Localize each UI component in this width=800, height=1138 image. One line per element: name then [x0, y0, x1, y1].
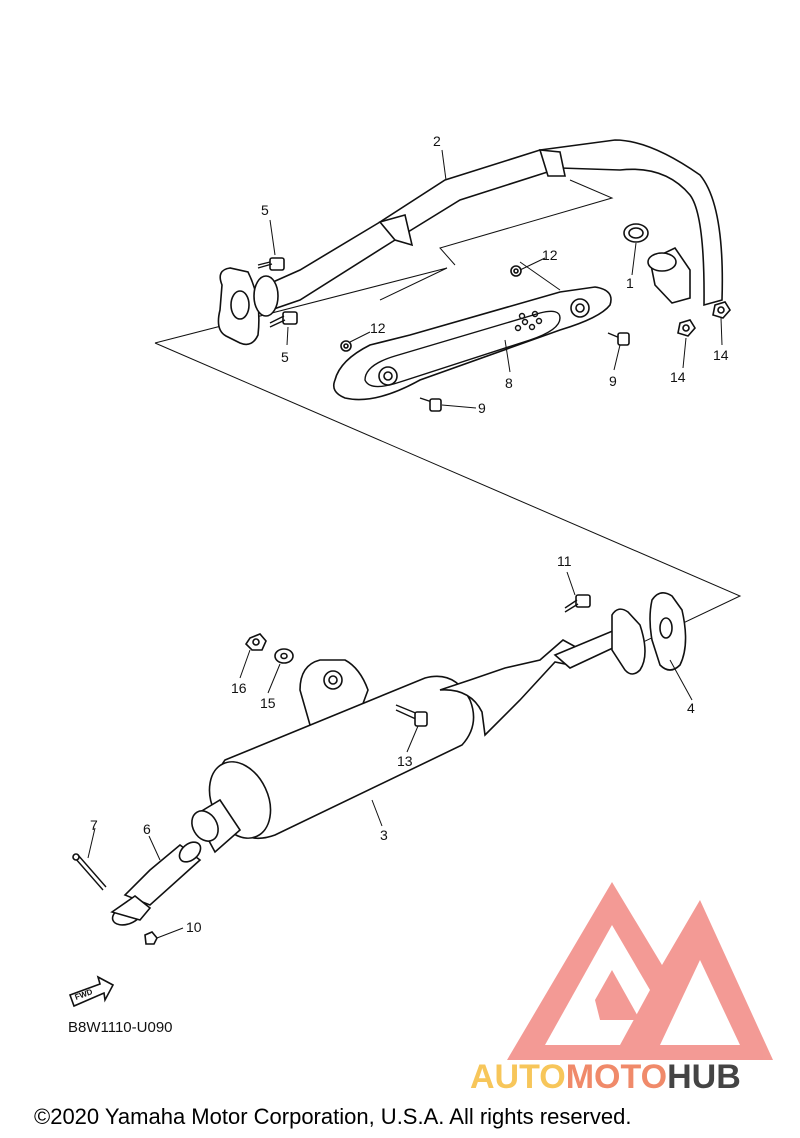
- leader-lines: [87, 149, 723, 939]
- callout-14-right: 14: [713, 347, 729, 363]
- callout-12-upper: 12: [542, 247, 558, 263]
- callout-2: 2: [433, 133, 441, 149]
- heat-protector-part-8: [332, 286, 612, 401]
- callout-15: 15: [260, 695, 276, 711]
- nut-part-14-right: [712, 301, 731, 319]
- forward-direction-icon: FWD: [68, 975, 115, 1008]
- nut-part-14-left: [677, 319, 696, 337]
- callout-13: 13: [397, 753, 413, 769]
- callout-6: 6: [143, 821, 151, 837]
- muffler-part-3: [191, 608, 646, 854]
- callout-12-lower: 12: [370, 320, 386, 336]
- tailpipe-part-6: [110, 841, 202, 926]
- bolt-part-5-upper: [257, 257, 285, 271]
- callout-9-left: 9: [478, 400, 486, 416]
- callout-10: 10: [186, 919, 202, 935]
- bolt-part-7: [72, 853, 107, 891]
- callout-8: 8: [505, 375, 513, 391]
- diagram-code: B8W1110-U090: [68, 1019, 173, 1036]
- gasket-part-4: [649, 592, 687, 671]
- bolt-part-9-right: [607, 332, 630, 346]
- automotohub-logo-mark: [507, 882, 773, 1060]
- callout-5-upper: 5: [261, 202, 269, 218]
- bolt-part-5-lower: [269, 311, 298, 328]
- callout-4: 4: [687, 700, 695, 716]
- callout-1: 1: [626, 275, 634, 291]
- callout-9-right: 9: [609, 373, 617, 389]
- nut-part-16: [244, 633, 267, 651]
- bolt-part-9-left: [419, 397, 442, 412]
- callout-16: 16: [231, 680, 247, 696]
- callout-3: 3: [380, 827, 388, 843]
- copyright-notice: ©2020 Yamaha Motor Corporation, U.S.A. A…: [34, 1104, 631, 1129]
- washer-part-12-lower: [340, 340, 352, 352]
- watermark-wordmark: AUTOMOTOHUB: [470, 1058, 741, 1096]
- bolt-part-11: [564, 594, 591, 613]
- bolt-part-13: [395, 704, 428, 727]
- callout-7: 7: [90, 817, 98, 833]
- washer-part-15: [274, 648, 294, 664]
- callout-labels: 2 1 5 5 12 12 8 9 9 14 14 11 4 16 15 13 …: [90, 133, 729, 935]
- callout-14-left: 14: [670, 369, 686, 385]
- callout-11: 11: [557, 553, 572, 569]
- callout-5-lower: 5: [281, 349, 289, 365]
- nut-part-10: [144, 931, 158, 945]
- washer-part-12-upper: [510, 265, 522, 277]
- exhaust-pipe-part-2: [217, 139, 724, 346]
- assembly-boundary-lines: [154, 179, 742, 654]
